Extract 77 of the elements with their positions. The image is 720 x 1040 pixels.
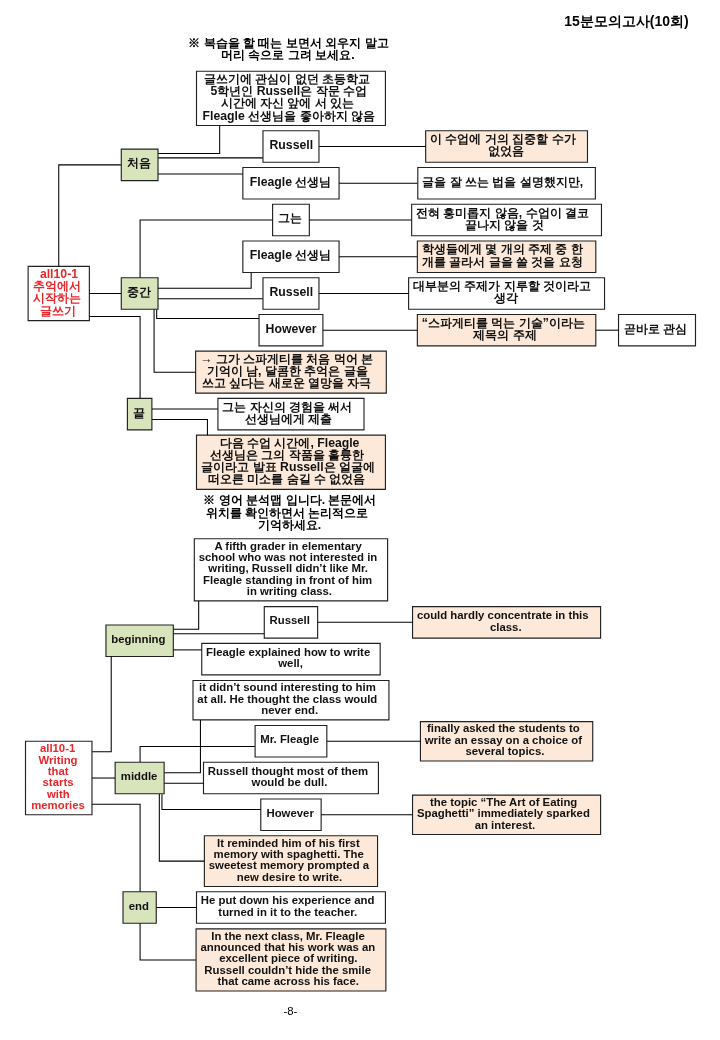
connector	[155, 308, 259, 320]
connector	[172, 600, 199, 630]
connector	[157, 125, 220, 155]
connector	[157, 173, 243, 175]
node-box: 전혀 흥미롭지 않음, 수업이 결코 끝나지 않을 것	[410, 203, 602, 237]
connector	[157, 298, 263, 300]
node-box: Fleagle explained how to write well,	[200, 642, 381, 676]
connector	[163, 782, 204, 784]
node-box: Russell thought most of them would be dull.	[202, 761, 379, 795]
connector	[338, 256, 417, 258]
node-box: Russell	[263, 606, 318, 639]
connector	[91, 656, 112, 753]
node-box: He put down his experience and turned in it to the teacher.	[195, 891, 386, 924]
connector	[160, 793, 261, 811]
node-box: could hardly concentrate in this class.	[411, 606, 601, 639]
connector	[320, 814, 413, 816]
node-box: all10-1 Writing that starts with memories	[24, 740, 93, 816]
node-box: 대부분의 주제가 지루할 것이라고 생각	[407, 277, 605, 310]
connector	[594, 329, 619, 331]
node-box: 중간	[120, 277, 159, 310]
connector	[316, 621, 413, 623]
node-box: it didn’t sound interesting to him at all. He thought the class would never end.	[191, 679, 389, 721]
node-box: 처음	[120, 148, 159, 182]
node-box: 학생들에게 몇 개의 주제 중 한 개를 골라서 글을 쓸 것을 요청	[416, 240, 596, 274]
node-box: Russell	[261, 130, 319, 163]
node-box: 끝	[126, 397, 152, 431]
connector	[88, 315, 141, 399]
node-box: Fleagle 선생님	[241, 240, 340, 274]
node-box: However	[257, 313, 323, 347]
node-box: A fifth grader in elementary school who was not interested in writing, Russell didn’t like Mr. Fleagle standing in front of him in writing class.	[193, 538, 388, 602]
node-box: 이 수업에 거의 집중할 수가 없었음	[424, 130, 588, 163]
node-box: beginning	[104, 624, 174, 658]
node-box: 곧바로 관심	[617, 313, 696, 347]
node-box: → 그가 스파게티를 처음 먹어 본 기억이 남, 달콤한 추억은 글을 쓰고 싶다는 새로운 열망을 자극	[194, 350, 387, 394]
connector	[151, 418, 208, 436]
node-box: 글쓰기에 관심이 없던 초등학교 5학년인 Russell은 작문 수업 시간에 자신 앞에 서 있는 Fleagle 선생님을 좋아하지 않음	[195, 70, 386, 127]
node-box: Mr. Fleagle	[254, 724, 327, 758]
label: -8-	[283, 1005, 297, 1018]
connector	[318, 146, 426, 148]
node-box: middle	[114, 761, 165, 795]
connector	[155, 906, 197, 908]
node-box: finally asked the students to write an essay on a choice of several topics.	[419, 721, 593, 762]
node-box: the topic “The Art of Eating Spaghetti” immediately sparked an interest.	[411, 794, 601, 836]
connector	[338, 182, 418, 184]
connector	[88, 292, 122, 294]
connector	[139, 922, 196, 961]
connector	[318, 292, 409, 294]
node-box: 글을 잘 쓰는 법을 설명했지만,	[416, 166, 596, 200]
connector	[151, 408, 218, 410]
node-box: “스파게티를 먹는 기술”이라는 제목의 주제	[416, 313, 596, 347]
connector	[153, 308, 196, 373]
node-box: end	[121, 891, 157, 924]
connector	[139, 219, 273, 279]
connector	[308, 219, 412, 221]
connector	[157, 157, 263, 159]
connector	[57, 164, 121, 267]
connector	[172, 649, 202, 651]
node-box: Fleagle 선생님	[241, 166, 340, 200]
connector	[326, 740, 421, 742]
node-box: However	[259, 798, 322, 832]
diagram-title: 15분모의고사(10회)	[563, 12, 689, 29]
connector	[91, 803, 141, 893]
node-box: all10-1 추억에서 시작하는 글쓰기	[27, 265, 90, 322]
connector	[322, 329, 418, 331]
node-box: 다음 수업 시간에, Fleagle 선생님은 그의 작품을 훌륭한 글이라고 발표 Russell은 얼굴에 떠오른 미소를 숨길 수 없었음	[195, 434, 386, 490]
connector	[158, 793, 205, 862]
connector	[139, 746, 255, 763]
node-box: 그는 자신의 경험을 써서 선생님에게 제출	[216, 397, 365, 431]
node-box: 그는	[271, 203, 310, 237]
label: ※ 영어 분석맵 입니다. 본문에서 위치를 확인하면서 논리적으로 기억하세요.	[203, 493, 376, 532]
connector	[172, 633, 265, 635]
node-box: It reminded him of his first memory with spaghetti. The sweetest memory prompted a new desire to write.	[203, 835, 378, 888]
connector	[157, 272, 252, 289]
node-box: In the next class, Mr. Fleagle announced that his work was an excellent piece of writing. Russell couldn’t hide the smile that came across his face.	[195, 928, 386, 992]
connector	[163, 719, 201, 774]
node-box: Russell	[261, 277, 319, 310]
connector	[91, 777, 116, 779]
